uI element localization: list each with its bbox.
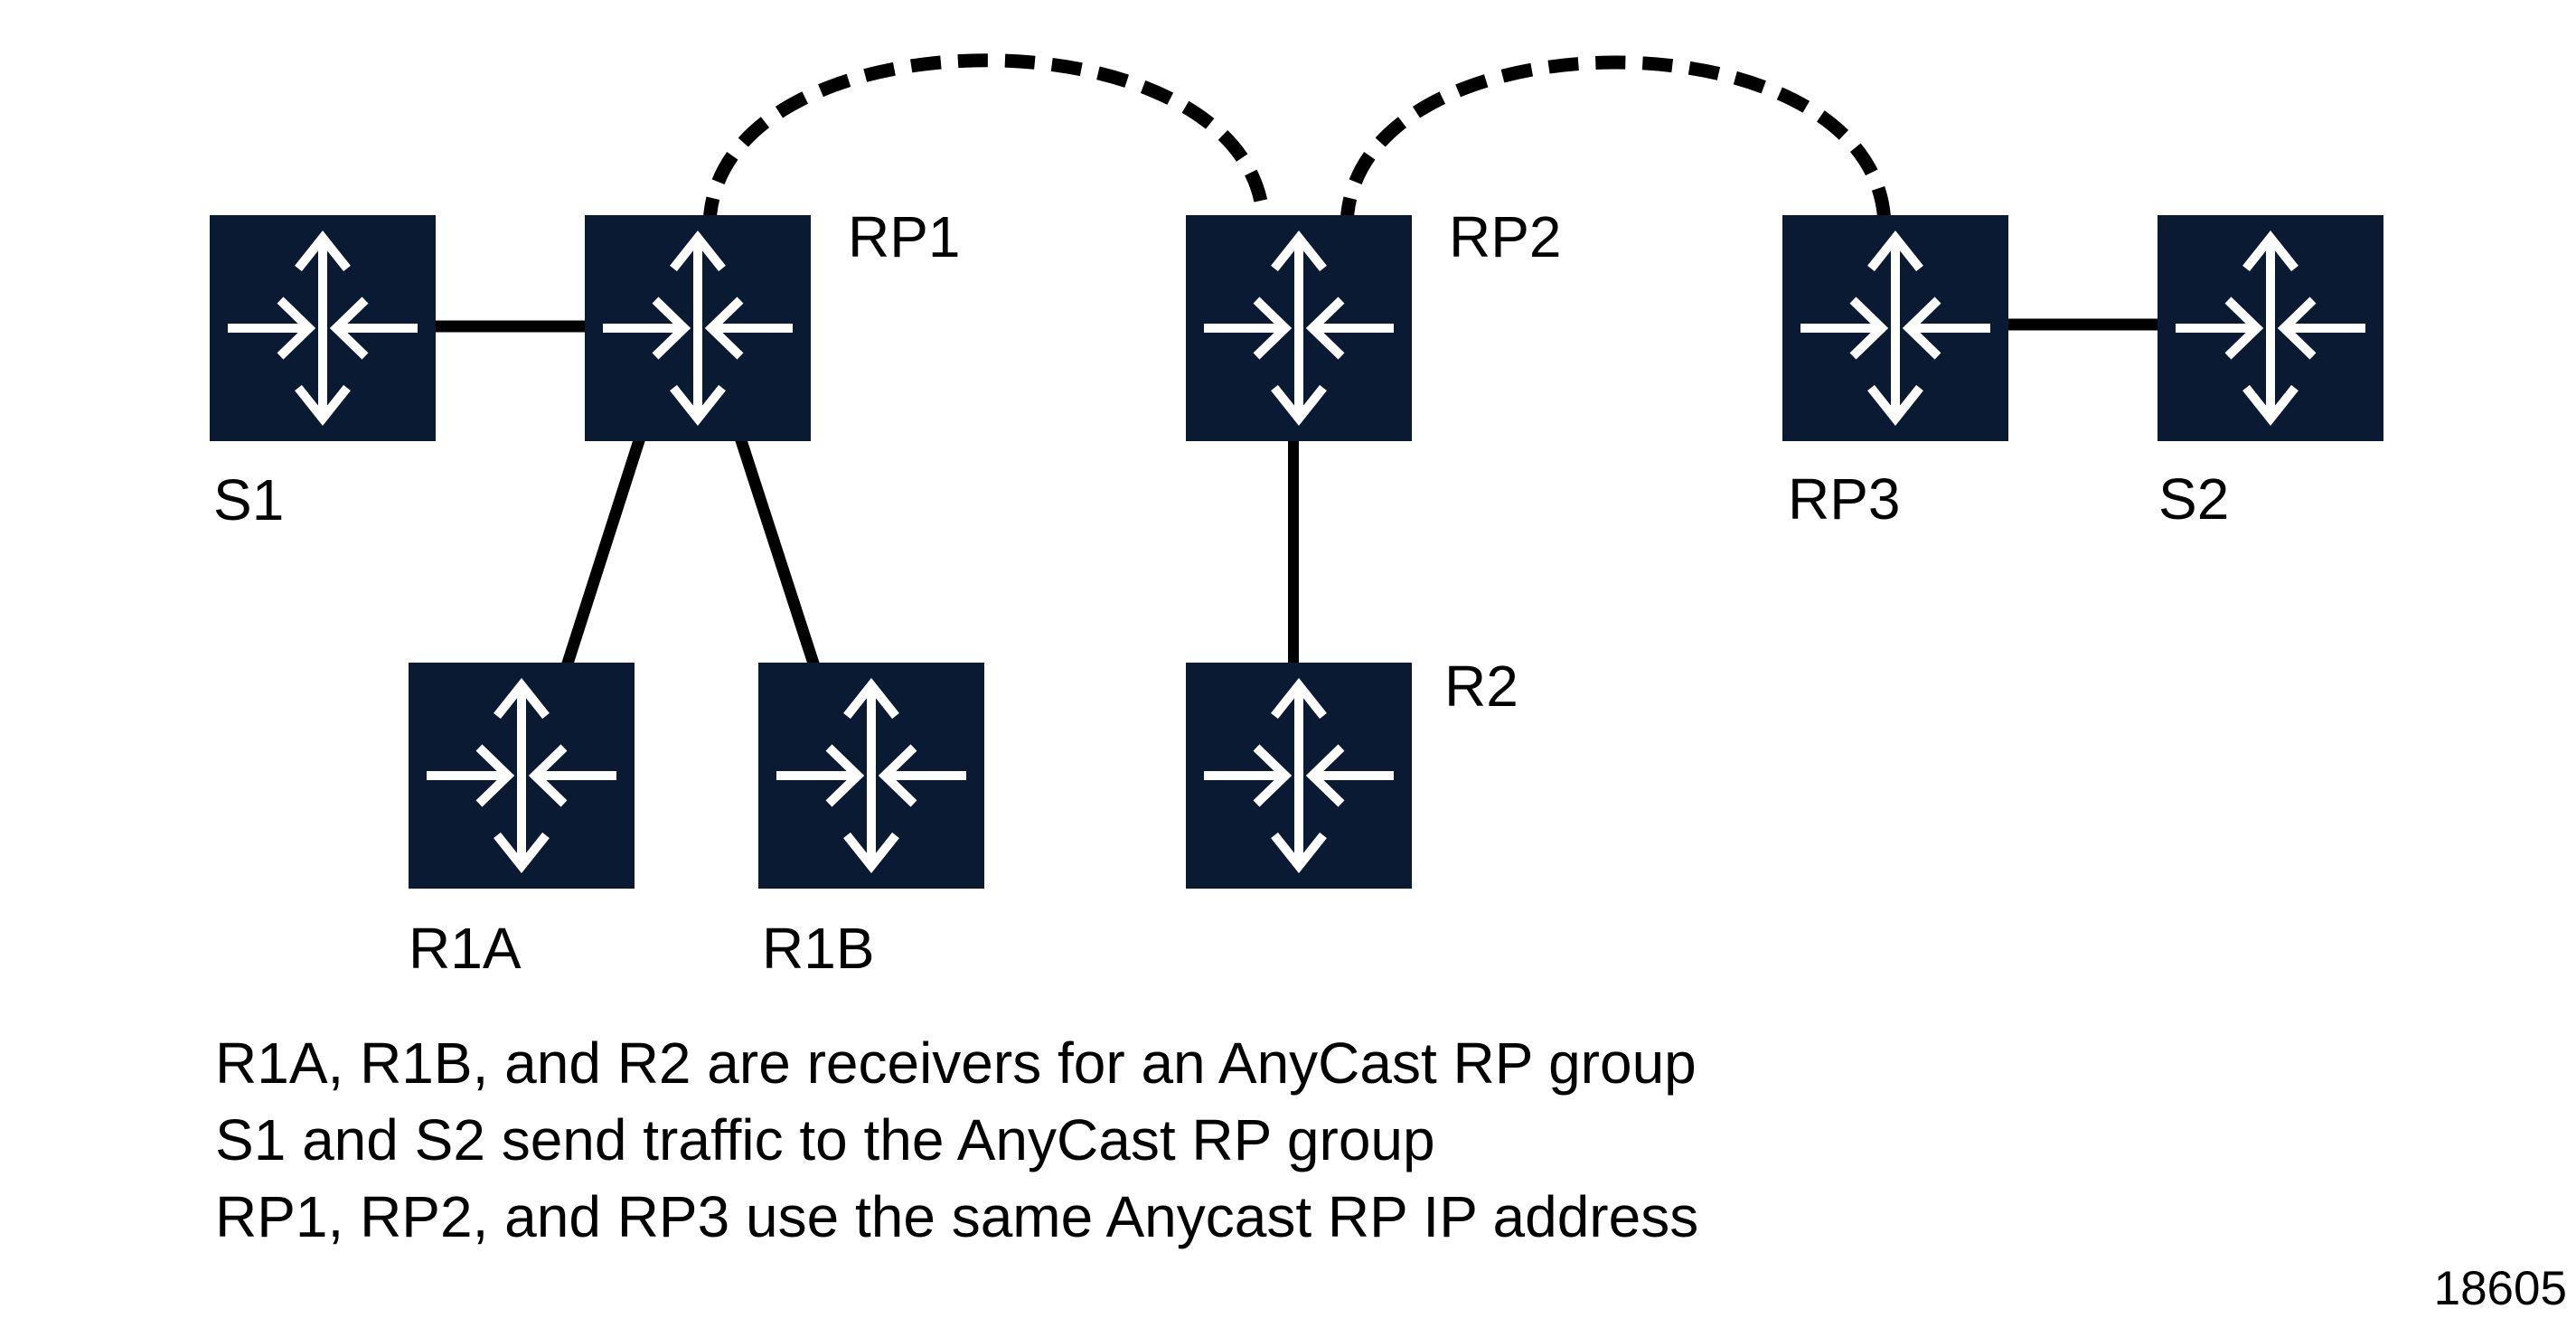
router-icon [2176, 230, 2365, 427]
node-label-rp3: RP3 [1788, 466, 1901, 532]
figure-number: 18605 [2433, 1262, 2567, 1315]
router-icon [1204, 230, 1394, 427]
node-label-rp1: RP1 [848, 204, 961, 269]
node-label-r2: R2 [1444, 654, 1518, 719]
router-node-r1b [758, 663, 984, 889]
caption-line-1: R1A, R1B, and R2 are receivers for an An… [215, 1031, 1697, 1096]
node-label-s2: S2 [2158, 466, 2230, 532]
router-node-r2 [1186, 663, 1412, 889]
link-rp1-r1a [559, 430, 648, 671]
router-icon [228, 230, 418, 427]
caption-line-3: RP1, RP2, and RP3 use the same Anycast R… [215, 1184, 1699, 1249]
caption: R1A, R1B, and R2 are receivers for an An… [215, 1025, 1698, 1256]
router-icon [427, 677, 616, 874]
router-node-s2 [2158, 215, 2383, 441]
node-label-rp2: RP2 [1449, 204, 1562, 269]
anycast-arc-rp2-rp3 [1340, 55, 1892, 229]
router-node-rp3 [1782, 215, 2008, 441]
router-icon [1204, 677, 1394, 874]
node-label-r1b: R1B [762, 916, 875, 981]
router-node-r1a [409, 663, 635, 889]
anycast-arc-rp1-rp2 [702, 53, 1271, 229]
router-icon [776, 677, 966, 874]
router-node-s1 [210, 215, 436, 441]
router-icon [603, 230, 793, 427]
node-label-s1: S1 [213, 467, 285, 532]
link-rp1-r1b [732, 429, 822, 672]
router-node-rp2 [1186, 215, 1412, 441]
caption-line-2: S1 and S2 send traffic to the AnyCast RP… [215, 1107, 1435, 1172]
node-label-r1a: R1A [409, 916, 522, 981]
router-node-rp1 [585, 215, 811, 441]
router-icon [1800, 230, 1990, 427]
